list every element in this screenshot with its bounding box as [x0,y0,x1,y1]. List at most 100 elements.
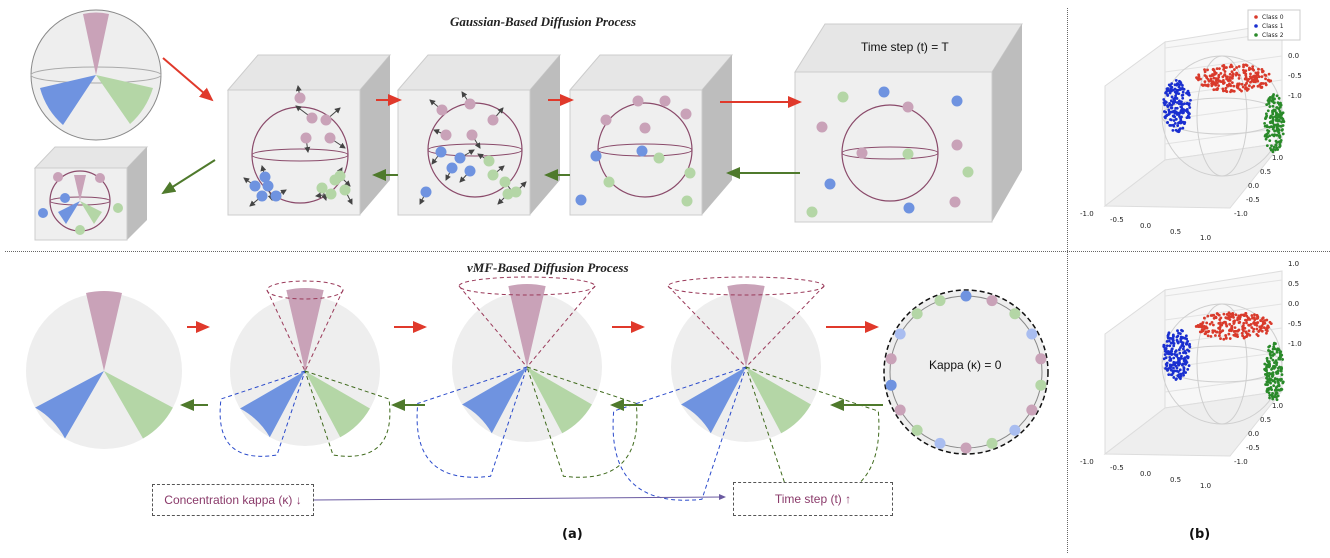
scatter-point [1176,88,1180,92]
scatter-point [1173,369,1177,373]
result-cube-small [33,146,149,241]
scatter-point [1179,81,1183,85]
scatter-point [1273,108,1277,112]
legend-label: Class 2 [1262,32,1284,39]
scatter-point [1242,321,1246,325]
particle-green [339,184,351,196]
scatter-point [1217,326,1220,330]
scatter-point [1168,363,1172,367]
scatter-point [1167,89,1171,92]
scatter-point [1273,115,1277,119]
scatter-point [1213,72,1217,76]
scatter-point [1208,322,1212,326]
scatter-point [1266,78,1270,82]
scatter-point [1269,146,1272,150]
scatter-point [1170,347,1174,351]
scatter-point [1170,95,1174,99]
scatter-point [1172,344,1176,348]
scatter-point [1264,77,1267,81]
scatter-point [1240,82,1244,86]
scatter-point [1180,328,1183,332]
scatter-point [1181,90,1185,94]
scatter-point [1221,64,1225,68]
scatter-point [1245,319,1248,322]
legend-label: Class 1 [1262,23,1284,30]
scatter-point [1275,106,1279,109]
scatter-point [1202,324,1206,328]
scatter-point [1241,334,1244,338]
scatter-point [1262,326,1266,329]
scatter-point [1248,84,1251,88]
scatter-point [1265,103,1269,107]
scatter-point [1233,329,1237,333]
scatter-point [1181,347,1185,351]
scatter-point [1264,74,1268,77]
scatter-point [1241,327,1245,331]
scatter-point [1186,356,1190,360]
scatter-point [1272,147,1275,151]
particle-blue [446,162,458,174]
scatter-point [1169,366,1172,370]
scatter-point [1272,145,1276,149]
scatter-point [1227,311,1231,315]
scatter-point [1247,77,1251,81]
scatter-point [1178,127,1182,131]
scatter-point [1203,83,1207,87]
particle-green [837,91,849,103]
scatter-point [1270,144,1273,148]
scatter-point [1254,71,1258,75]
x-tick-label: -1.0 [1080,210,1094,218]
scatter-point [1269,387,1273,390]
scatter-point [1172,115,1176,119]
scatter-point [1176,124,1180,127]
scatter-point [1271,395,1274,399]
scatter-point [1168,356,1172,359]
scatter-point [1180,341,1184,344]
scatter-point [1188,106,1192,109]
scatter-point [1172,376,1176,379]
time-step-box: Time step (t) ↑ [733,482,893,516]
particle-green [499,176,511,188]
particle-pink [680,108,692,120]
scatter-point [1267,129,1271,133]
scatter-point [1230,70,1234,74]
scatter-point [1260,329,1264,333]
scatter-point [1209,79,1213,82]
scatter-point [1170,353,1174,356]
scatter-point [1279,367,1283,371]
particle-green [684,167,696,179]
scatter-point [1221,75,1225,79]
scatter-point [1170,350,1174,353]
scatter-point [1163,103,1167,107]
scatter-point [1211,68,1215,72]
scatter-point [1276,101,1280,104]
scatter-point [1165,339,1169,343]
scatter-point [1279,138,1283,142]
scatter-point [1171,338,1175,342]
scatter-point [1278,136,1282,140]
particle-blue [575,194,587,206]
scatter-point [1250,326,1254,329]
scatter-point [1275,363,1278,367]
scatter-point [1270,133,1274,137]
scatter-point [1184,371,1188,374]
particle-pink [464,98,476,110]
scatter-point [1165,361,1169,365]
z-tick-label: 0.0 [1288,300,1299,308]
scatter-point [1182,351,1185,355]
scatter-point [1237,73,1241,77]
scatter-point [1277,107,1281,111]
scatter-point [1256,71,1260,74]
scatter-point [1265,365,1269,368]
wedge-pink [286,288,324,371]
particle-green [334,170,346,182]
scatter-point [1269,322,1273,326]
particle-blue [951,95,963,107]
scatter-point [1183,120,1187,124]
particle-pink [639,122,651,134]
scatter-point [1180,115,1183,119]
uniform-particle [894,404,906,416]
uniform-particle [1035,379,1047,391]
scatter-point [1275,117,1279,121]
scatter-point [1252,327,1256,331]
